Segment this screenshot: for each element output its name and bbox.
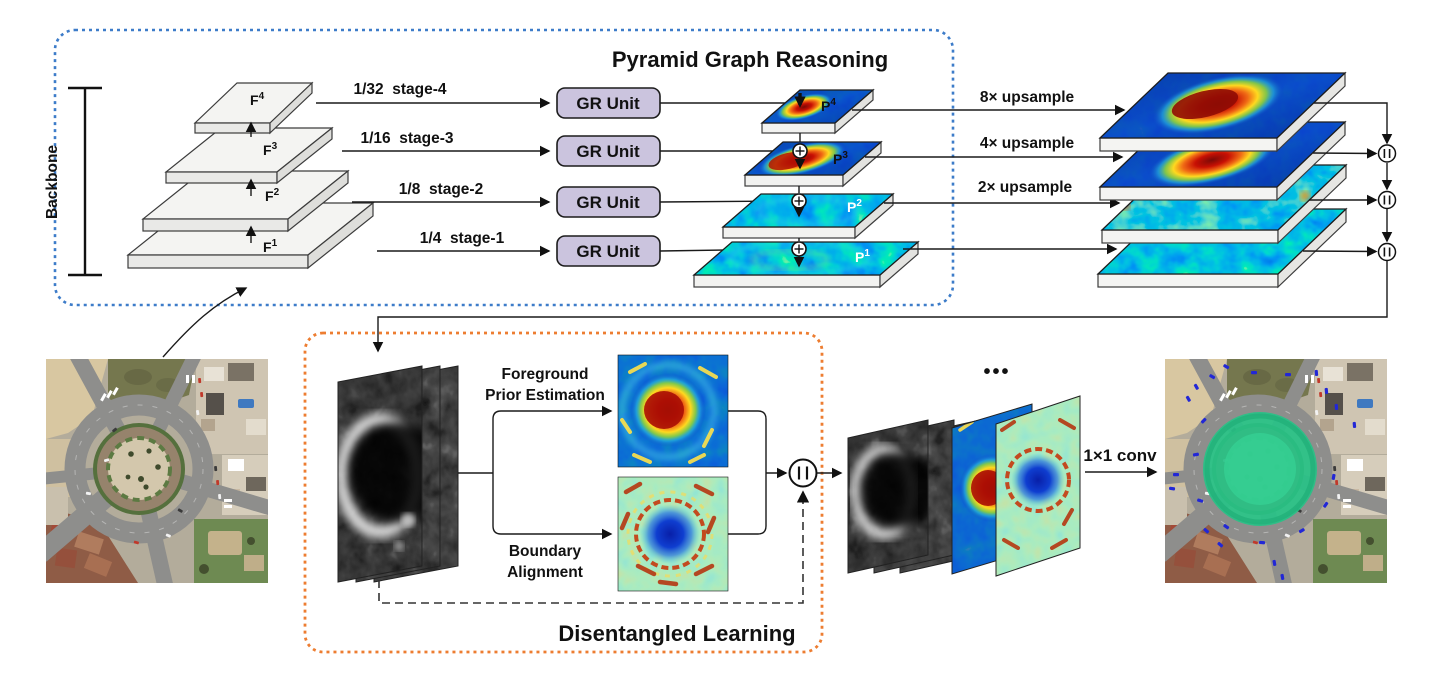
input-image: [40, 353, 274, 589]
car-detections: [1168, 364, 1357, 581]
gr-unit-3: GR Unit: [556, 135, 661, 167]
feature-label-f2: F2: [265, 187, 280, 204]
stage4-label: 1/32 stage-4: [353, 81, 446, 98]
pred-label-p2: P2: [847, 198, 862, 215]
boundary-branch-label: Boundary Alignment: [507, 543, 583, 581]
feature-label-f3: F3: [263, 141, 278, 158]
backbone-bracket: [68, 86, 102, 277]
merge-bracket-wire: [728, 410, 767, 535]
concat-chain: [372, 102, 1397, 353]
feature-label-f4: F4: [250, 91, 265, 108]
gr-unit-4: GR Unit: [556, 87, 661, 119]
pred-slab-p2: P2: [721, 192, 895, 240]
output-gray-panel-front: [847, 419, 929, 574]
output-feature-stack: •••: [847, 361, 1081, 577]
add-icon: [791, 193, 807, 209]
gr-unit-2: GR Unit: [556, 186, 661, 218]
map1-to-concat-wire: [1302, 246, 1378, 257]
gr-unit-label: GR Unit: [576, 142, 640, 161]
pyramid-module-title: Pyramid Graph Reasoning: [612, 47, 888, 72]
concat-icon: [1377, 242, 1397, 262]
concat-icon: [1377, 190, 1397, 210]
upsample8-label: 8× upsample: [980, 89, 1075, 106]
conv-label: 1×1 conv: [1083, 446, 1157, 465]
gr-unit-label: GR Unit: [576, 94, 640, 113]
pred-slab-p1: P1: [692, 240, 920, 289]
boundary-label-line1: Boundary: [509, 543, 582, 560]
boundary-map: [617, 476, 729, 592]
backbone-label: Backbone: [44, 145, 61, 219]
disentangled-module-border: [303, 331, 824, 654]
output-image: [1159, 353, 1393, 589]
gr-unit-label: GR Unit: [576, 242, 640, 261]
feature-pyramid: F1 F2 F3 F4: [126, 81, 375, 270]
upsampled-map-stack: [1096, 71, 1348, 289]
add-icon: [792, 143, 808, 159]
stage1-label: 1/4 stage-1: [420, 230, 505, 247]
add-icon: [791, 241, 807, 257]
foreground-prior-map: [617, 354, 729, 468]
foreground-branch-label: Foreground Prior Estimation: [485, 366, 605, 404]
feature-slab-f4: F4: [193, 81, 314, 135]
map3-to-concat-wire: [1312, 148, 1378, 159]
upsample4-label: 4× upsample: [980, 135, 1075, 152]
segmentation-overlay: [1168, 364, 1357, 581]
branch-wires: [458, 405, 613, 540]
conv-section: 1×1 conv: [1083, 446, 1158, 478]
fused-feature-stack: [337, 365, 459, 583]
pyramid-module-border: [53, 28, 955, 307]
topdown-aggregation: [791, 93, 808, 268]
map4-to-concat-wire: [1314, 102, 1393, 145]
feature-slab-f3: F3: [164, 126, 334, 185]
input-aerial-photo: [40, 353, 274, 589]
output-boundary-panel: [995, 395, 1081, 577]
concat-icon: [1377, 144, 1397, 163]
ellipsis-dots: •••: [983, 361, 1010, 383]
disentangled-module-title: Disentangled Learning: [558, 621, 795, 646]
boundary-branch-wire: [492, 473, 613, 540]
image-to-backbone-arrow: [162, 287, 248, 358]
concat-to-disentangled-wire: [372, 261, 1388, 353]
gr-units: GR Unit GR Unit GR Unit GR Unit: [556, 87, 661, 267]
feedback-dashed-wire: [378, 490, 810, 604]
boundary-label-line2: Alignment: [507, 564, 583, 581]
foreground-label-line1: Foreground: [502, 366, 589, 383]
feature-panel-front: [337, 365, 423, 583]
stage-wires: 1/32 stage-4 1/16 stage-3 1/8 stage-2 1/…: [316, 81, 551, 257]
foreground-label-line2: Prior Estimation: [485, 387, 605, 404]
pyramid-graph-reasoning-module: Pyramid Graph Reasoning Backbone F1 F2 F…: [44, 28, 955, 307]
prediction-pyramid: P1 P2 P3: [692, 88, 920, 289]
stage3-label: 1/16 stage-3: [360, 130, 453, 147]
concat-icon: [788, 458, 818, 488]
pred-slab-p3: P3: [743, 140, 883, 188]
gr-unit-1: GR Unit: [556, 235, 661, 267]
pred-label-p1: P1: [855, 248, 870, 265]
gr-unit-label: GR Unit: [576, 193, 640, 212]
feature-label-f1: F1: [263, 238, 278, 255]
upsample2-label: 2× upsample: [978, 179, 1073, 196]
disentangled-learning-module: Disentangled Learning For: [303, 331, 843, 654]
foreground-branch-wire: [492, 405, 613, 473]
stage2-label: 1/8 stage-2: [399, 181, 483, 198]
pred-label-p4: P4: [821, 97, 836, 114]
pred-label-p3: P3: [833, 150, 848, 167]
merge-wires: [378, 410, 843, 604]
